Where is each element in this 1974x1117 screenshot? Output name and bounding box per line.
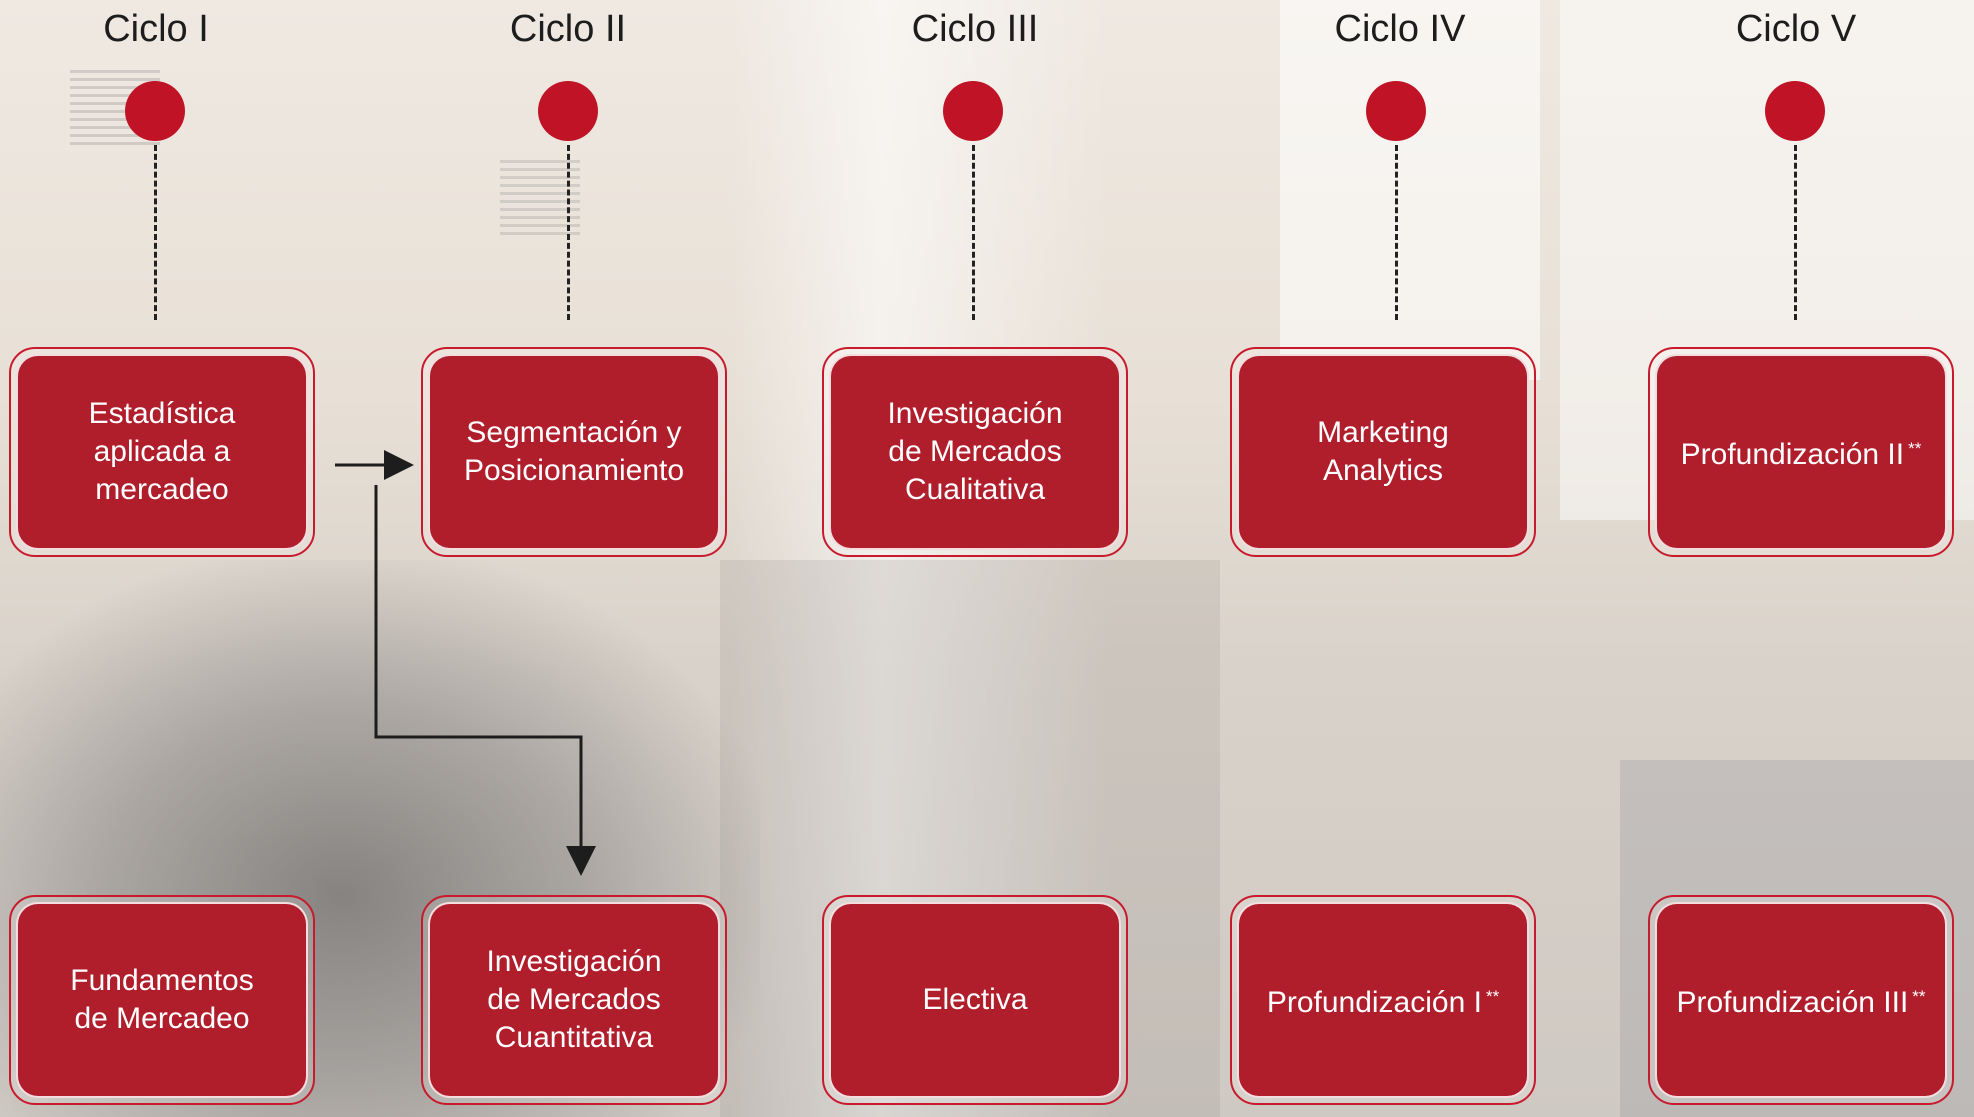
course-card-profundizacion-3[interactable]: Profundización III** [1648, 895, 1954, 1105]
cycle-marker-4 [1366, 81, 1426, 141]
cycle-stem-4 [1395, 145, 1398, 320]
course-card-profundizacion-1[interactable]: Profundización I** [1230, 895, 1536, 1105]
course-title: Fundamentos de Mercadeo [70, 964, 254, 1035]
cycle-marker-5 [1765, 81, 1825, 141]
course-title: Profundización III** [1676, 986, 1926, 1019]
cycle-stem-2 [567, 145, 570, 320]
course-title: Estadística aplicada a mercadeo [88, 397, 236, 506]
cycle-label-3: Ciclo III [911, 8, 1039, 50]
course-title: Profundización I** [1266, 986, 1500, 1019]
cycle-label-5: Ciclo V [1735, 8, 1857, 50]
course-card-marketing-analytics[interactable]: Marketing Analytics [1230, 347, 1536, 557]
course-card-fundamentos[interactable]: Fundamentos de Mercadeo [9, 895, 315, 1105]
footnote-mark: ** [1912, 987, 1926, 1006]
cycle-stem-1 [154, 145, 157, 320]
course-title: Profundización II** [1680, 438, 1922, 471]
course-card-profundizacion-2[interactable]: Profundización II** [1648, 347, 1954, 557]
cycle-stem-5 [1794, 145, 1797, 320]
course-title: Investigación de Mercados Cualitativa [887, 397, 1063, 506]
cycle-label-4: Ciclo IV [1334, 8, 1466, 50]
cycle-stem-3 [972, 145, 975, 320]
course-title: Segmentación y Posicionamiento [463, 416, 685, 487]
course-card-segmentacion[interactable]: Segmentación y Posicionamiento [421, 347, 727, 557]
footnote-mark: ** [1908, 439, 1922, 458]
course-card-investigacion-cuantitativa[interactable]: Investigación de Mercados Cuantitativa [421, 895, 727, 1105]
arrow-to-investigacion-cuantitativa [374, 485, 596, 876]
cycle-marker-1 [125, 81, 185, 141]
course-title: Electiva [922, 983, 1028, 1016]
course-title: Investigación de Mercados Cuantitativa [486, 945, 662, 1054]
course-card-electiva[interactable]: Electiva [822, 895, 1128, 1105]
footnote-mark: ** [1485, 987, 1500, 1006]
course-title: Marketing Analytics [1317, 416, 1449, 487]
cycle-marker-3 [943, 81, 1003, 141]
cycle-marker-2 [538, 81, 598, 141]
course-card-investigacion-cualitativa[interactable]: Investigación de Mercados Cualitativa [822, 347, 1128, 557]
cycle-label-2: Ciclo II [509, 8, 627, 50]
course-card-estadistica[interactable]: Estadística aplicada a mercadeo [9, 347, 315, 557]
cycle-label-1: Ciclo I [103, 8, 209, 50]
